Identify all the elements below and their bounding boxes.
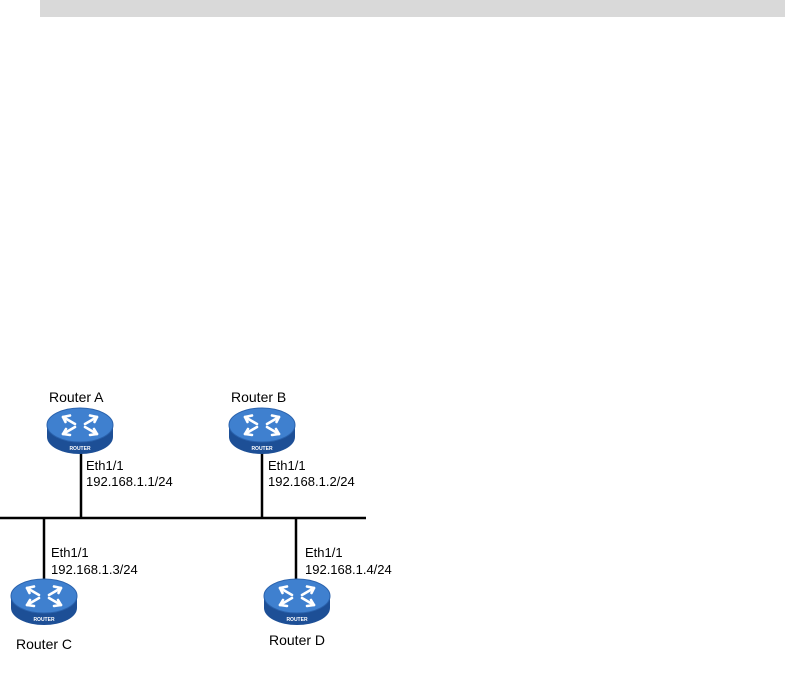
header-bar bbox=[40, 0, 785, 17]
router-c-badge: ROUTER bbox=[33, 617, 55, 623]
router-a-badge: ROUTER bbox=[69, 446, 91, 452]
router-c-name: Router C bbox=[16, 636, 73, 652]
router-c-interface: Eth1/1 bbox=[51, 545, 89, 560]
router-a-name: Router A bbox=[49, 389, 104, 405]
router-d-ip: 192.168.1.4/24 bbox=[305, 562, 392, 577]
router-d-interface: Eth1/1 bbox=[305, 545, 343, 560]
router-d-name: Router D bbox=[269, 632, 326, 648]
router-a-icon: ROUTER bbox=[45, 406, 115, 456]
router-d-badge: ROUTER bbox=[286, 617, 308, 623]
router-b-name: Router B bbox=[231, 389, 287, 405]
router-c-icon: ROUTER bbox=[9, 577, 79, 627]
router-a-interface: Eth1/1 bbox=[86, 458, 124, 473]
router-b-icon: ROUTER bbox=[227, 406, 297, 456]
router-b-badge: ROUTER bbox=[251, 446, 273, 452]
router-d-icon: ROUTER bbox=[262, 577, 332, 627]
router-b-ip: 192.168.1.2/24 bbox=[268, 474, 355, 489]
router-a-ip: 192.168.1.1/24 bbox=[86, 474, 173, 489]
router-b-interface: Eth1/1 bbox=[268, 458, 306, 473]
router-c-ip: 192.168.1.3/24 bbox=[51, 562, 138, 577]
